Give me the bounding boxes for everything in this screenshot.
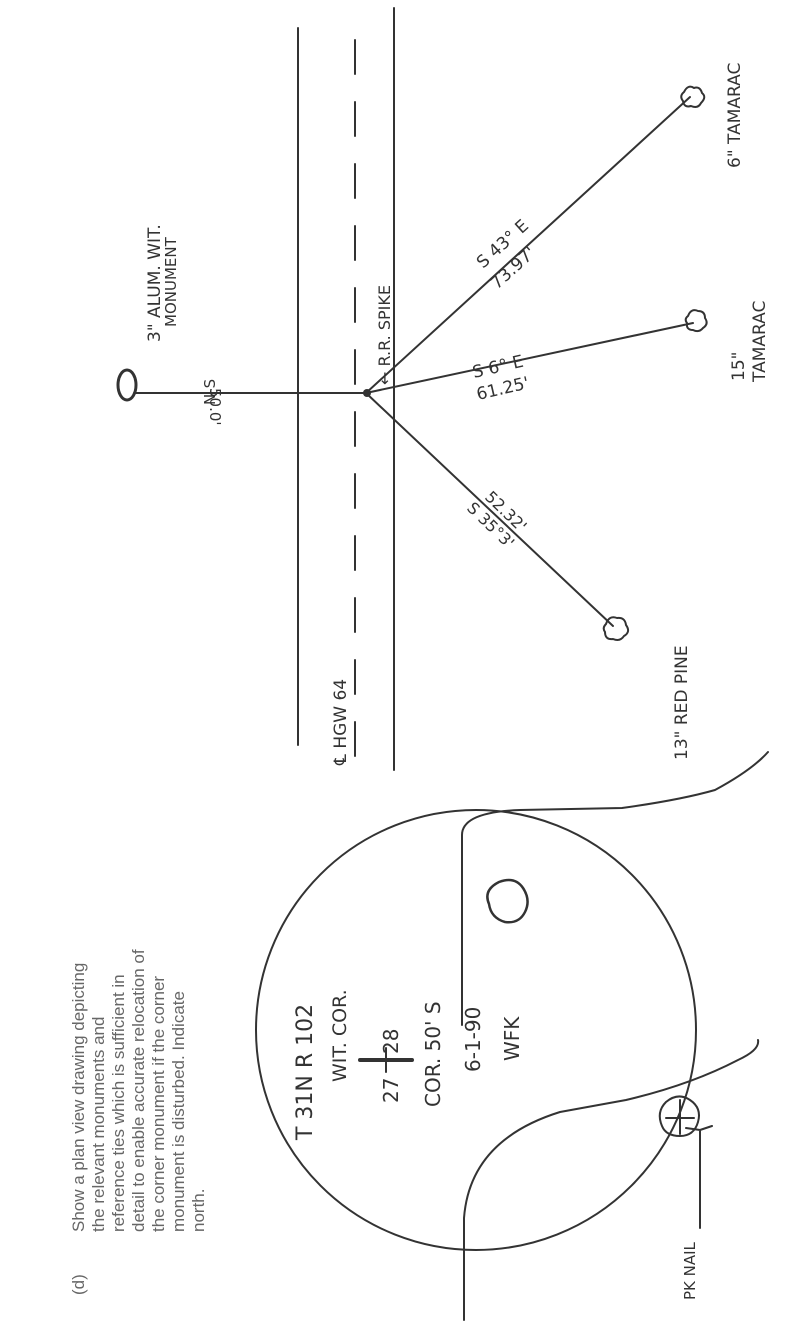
tree-6-tamarac-icon — [680, 85, 706, 108]
question-line-2: the relevant monuments and — [89, 1017, 108, 1232]
tree-15-tamarac-size: 15" — [729, 352, 749, 381]
north-tie-distance: 50.0' — [206, 388, 224, 426]
detail-section-right: 28 — [379, 1029, 403, 1054]
question-line-4: detail to enable accurate relocation of — [129, 949, 148, 1232]
tree-6-tamarac-label: 6" TAMARAC — [725, 63, 745, 168]
tree-red-pine-icon — [602, 616, 630, 641]
lower-sketch: PK NAIL — [461, 751, 769, 1321]
curb-line-upper — [461, 751, 769, 1026]
pk-nail-arrow — [685, 1125, 713, 1229]
detail-line-5: 6-1-90 — [461, 1007, 485, 1072]
tie-line-red-pine — [365, 392, 614, 627]
question-line-5: the corner monument if the corner — [149, 976, 168, 1232]
detail-line-4: COR. 50' S — [421, 1001, 445, 1107]
rr-spike-label: ← R.R. SPIKE — [375, 285, 394, 385]
highway: ℄ HGW 64 — [297, 7, 395, 771]
tie-line-6-tamarac — [365, 96, 691, 394]
detail-line-1: T 31N R 102 — [293, 1004, 318, 1141]
pk-nail-label: PK NAIL — [681, 1241, 699, 1300]
monument-label-2: MONUMENT — [162, 236, 180, 327]
rr-spike-icon — [363, 389, 371, 397]
pk-nail-marker-icon — [658, 1095, 700, 1137]
detail-circle — [255, 809, 697, 1251]
witness-corner-detail: T 31N R 102 WIT. COR. 27 28 COR. 50' S 6… — [255, 809, 697, 1251]
question-line-6: monument is disturbed. Indicate — [169, 991, 188, 1232]
question-line-3: reference ties which is sufficient in — [109, 974, 128, 1232]
question-line-7: north. — [189, 1189, 208, 1232]
detail-line-6: WFK — [500, 1016, 524, 1061]
north-tie-bearing: N-S — [201, 379, 219, 405]
tree-red-pine-label: 13" RED PINE — [672, 645, 692, 760]
tree-15-tamarac-name: TAMARAC — [750, 301, 770, 383]
tie-line-15-tamarac — [365, 322, 694, 394]
question-line-1: Show a plan view drawing depicting — [69, 963, 88, 1232]
detail-section-left: 27 — [379, 1078, 403, 1103]
tie-lines — [133, 96, 694, 627]
aluminum-monument-icon — [116, 368, 138, 402]
monument-outline-icon — [486, 878, 529, 924]
detail-line-2: WIT. COR. — [329, 989, 351, 1082]
monument-label-1: 3" ALUM. WIT. — [145, 224, 165, 342]
curb-line-lower — [463, 1039, 760, 1321]
highway-label: ℄ HGW 64 — [331, 679, 351, 766]
question-label: (d) — [69, 1274, 88, 1295]
tree-15-tamarac-icon — [684, 309, 708, 333]
question-block: (d) Show a plan view drawing depicting t… — [69, 949, 208, 1295]
